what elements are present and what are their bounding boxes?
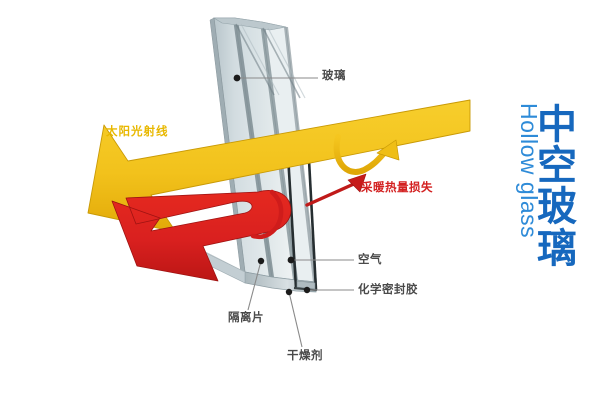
heat-small-arrow [305, 181, 358, 207]
callout-dots [233, 74, 311, 296]
sun-reflect-arrowhead [376, 139, 400, 161]
label-air: 空气 [358, 252, 382, 266]
label-desiccant: 干燥剂 [287, 348, 323, 362]
callout-line-desiccant [288, 291, 303, 348]
callout-line-spacer [247, 260, 262, 311]
title-block: 中 空 玻 璃 Hollow glass [478, 95, 590, 325]
pane-edge-dark-left [286, 154, 298, 289]
callout-dot-glass [233, 74, 241, 82]
callout-dot-air [287, 256, 295, 264]
callout-dot-desiccant [285, 288, 293, 296]
label-glass: 玻璃 [322, 68, 346, 82]
label-sealant: 化学密封胶 [358, 282, 418, 296]
heat-curl [250, 189, 284, 240]
heat-arrow-group [111, 173, 367, 282]
heat-arrow [111, 190, 292, 282]
title-chinese: 中 空 玻 璃 [537, 102, 577, 272]
title-english: Hollow glass [516, 103, 542, 239]
pane-edge-dark-right [307, 159, 318, 291]
heat-small-arrowhead [347, 173, 367, 193]
glass-top-bevel [212, 17, 287, 31]
label-heat-loss: 采暖热量损失 [361, 180, 433, 194]
label-spacer: 隔离片 [228, 310, 264, 324]
glass-reflection-lines [235, 23, 306, 99]
desiccant-fill [296, 280, 316, 290]
label-sunlight: 太阳光射线 [106, 124, 169, 138]
sun-reflect-arrow [333, 134, 390, 175]
callout-lines [237, 77, 354, 348]
callout-dot-spacer [257, 257, 265, 265]
callout-dot-sealant [303, 286, 311, 294]
